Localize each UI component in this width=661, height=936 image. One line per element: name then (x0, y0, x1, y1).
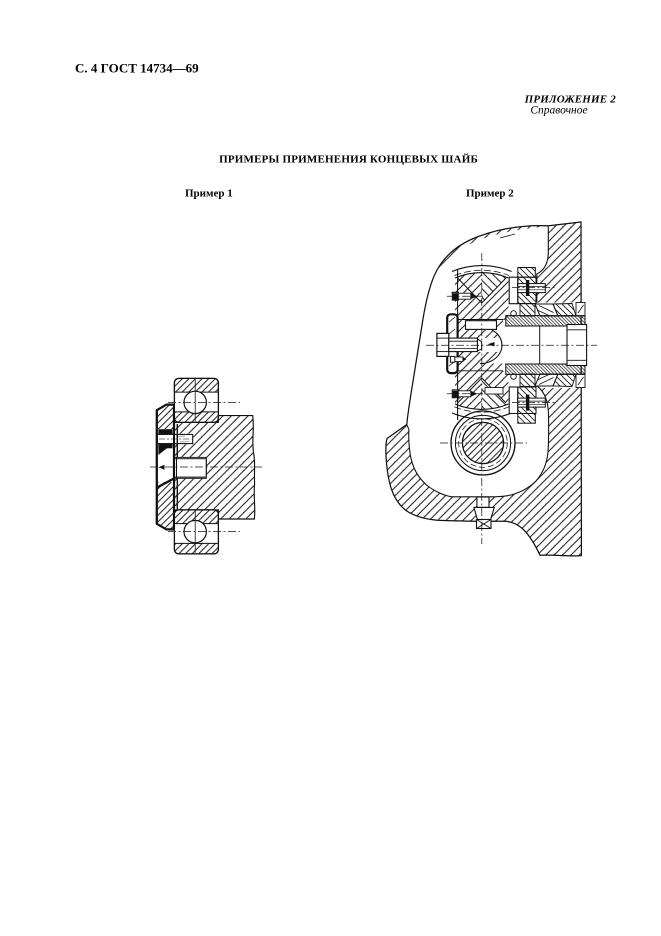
svg-text:Пример 1: Пример 1 (185, 188, 233, 200)
svg-text:Пример 2: Пример 2 (466, 188, 514, 200)
svg-text:Справочное: Справочное (530, 105, 587, 117)
svg-text:ПРИМЕРЫ ПРИМЕНЕНИЯ КОНЦЕВЫХ ША: ПРИМЕРЫ ПРИМЕНЕНИЯ КОНЦЕВЫХ ШАЙБ (219, 154, 478, 166)
svg-text:С. 4 ГОСТ 14734—69: С. 4 ГОСТ 14734—69 (75, 61, 199, 76)
svg-text:ПРИЛОЖЕНИЕ 2: ПРИЛОЖЕНИЕ 2 (524, 94, 617, 106)
